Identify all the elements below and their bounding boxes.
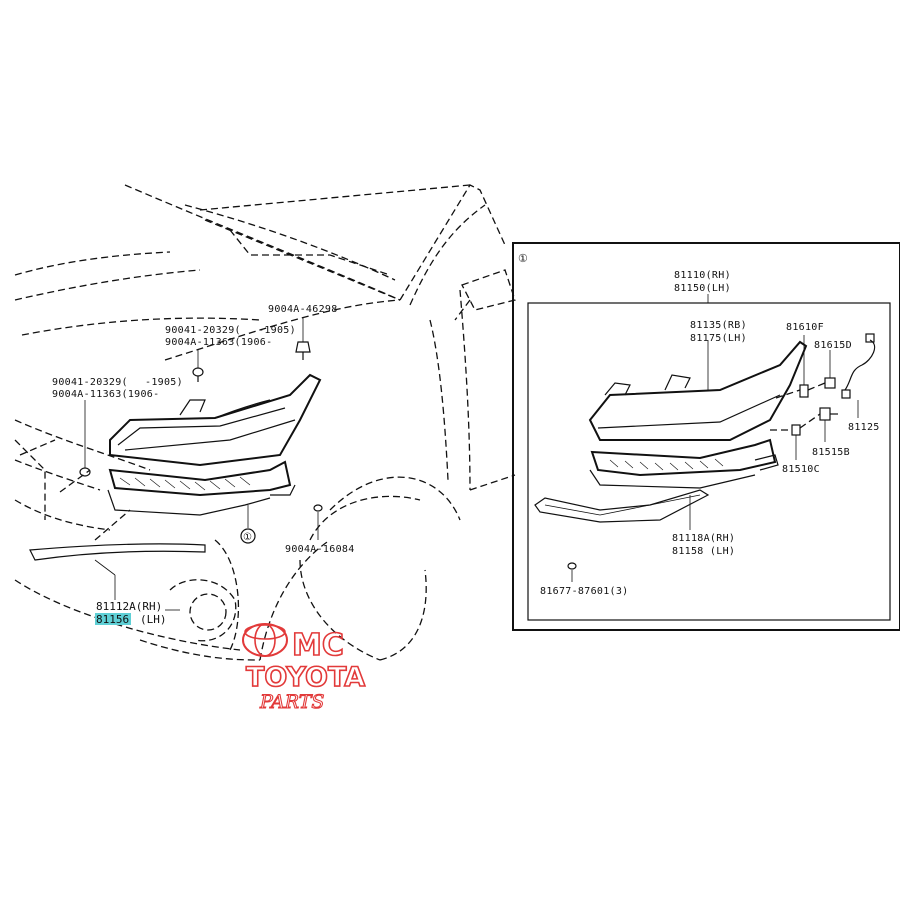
headlamp-trim-strip[interactable] — [29, 543, 206, 561]
fastener-clip-lower[interactable] — [313, 504, 323, 512]
inset-bulb-f[interactable] — [799, 384, 809, 398]
watermark-tagline: PARTS — [259, 691, 324, 713]
label-bolt-mid-1: 90041-20329( — [165, 325, 241, 336]
label-socket-b: 81515B — [812, 447, 850, 458]
label-assy-lh: 81150(LH) — [674, 283, 731, 294]
watermark-brand: TOYOTA — [246, 662, 365, 693]
assembly-callout-circle[interactable] — [240, 528, 256, 544]
inset-clip[interactable] — [567, 562, 577, 570]
label-bulb-f: 81610F — [786, 322, 824, 333]
label-bolt-mid-2: 9004A-11363(1906- — [165, 337, 272, 348]
label-socket-d: 81615D — [814, 340, 852, 351]
label-clip-lower: 9004A-16084 — [285, 544, 355, 555]
label-unit-rh: 81135(RB) — [690, 320, 747, 331]
label-assy-rh: 81110(RH) — [674, 270, 731, 281]
label-bolt-left-2: 9004A-11363(1906- — [52, 389, 159, 400]
inset-marker: ① — [518, 252, 528, 265]
label-bulb-c: 81510C — [782, 464, 820, 475]
part-highlight — [95, 613, 131, 625]
label-bolt-left-1: 90041-20329( — [52, 377, 128, 388]
label-trim-lh-part: 81156 — [96, 613, 129, 626]
label-bolt-top: 9004A-46298 — [268, 304, 338, 315]
inset-socket-b[interactable] — [819, 407, 838, 421]
headlamp-assembly-main[interactable] — [107, 373, 322, 516]
label-bracket-lh: 81158 (LH) — [672, 546, 735, 557]
inset-headlamp-unit[interactable] — [588, 340, 808, 489]
label-unit-lh: 81175(LH) — [690, 333, 747, 344]
label-bracket-rh: 81118A(RH) — [672, 533, 735, 544]
inset-headlamp-hatch — [609, 458, 724, 471]
watermark-brand-suffix: MC — [292, 628, 344, 663]
fastener-bolt-left[interactable] — [79, 467, 91, 477]
assembly-callout-number: ① — [243, 532, 252, 543]
label-bolt-left-1-range: -1905) — [145, 377, 183, 388]
main-labels: 9004A-46298 90041-20329( -1905) 9004A-11… — [52, 304, 355, 626]
leader-lines-main — [84, 318, 319, 611]
fastener-bolt-top[interactable] — [295, 341, 311, 360]
watermark-logo: MC TOYOTA PARTS — [242, 623, 366, 714]
label-clip: 81677-87601(3) — [540, 586, 629, 597]
inset-socket-d[interactable] — [824, 377, 836, 389]
inset-bulb-c[interactable] — [791, 424, 801, 436]
fastener-bolt-mid[interactable] — [192, 367, 204, 382]
label-trim-rh: 81112A(RH) — [96, 600, 162, 613]
inset-detail-panel: ① 81110(RH) 81150(LH) 8113 — [512, 242, 900, 631]
inset-wire-harness[interactable] — [841, 333, 876, 399]
label-wire: 81125 — [848, 422, 880, 433]
inset-mounting-bracket[interactable] — [534, 489, 710, 523]
label-trim-lh-side: (LH) — [140, 613, 167, 626]
car-body-outline — [14, 184, 516, 661]
headlamp-hatch — [119, 476, 251, 491]
label-bolt-mid-1-range: -1905) — [258, 325, 296, 336]
